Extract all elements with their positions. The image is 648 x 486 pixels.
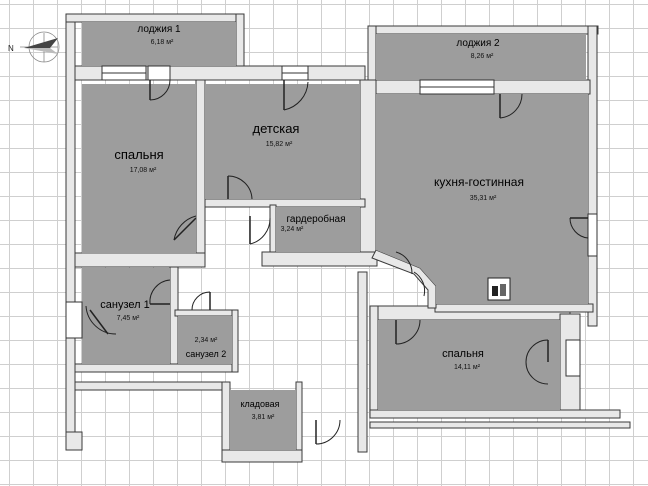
window-kitchen-right xyxy=(587,213,598,257)
wall-kids-bottom xyxy=(204,198,366,208)
wall-lower-left xyxy=(74,381,226,391)
wall-bedroom1-bottom xyxy=(74,252,206,268)
wall-bath1-bottom xyxy=(74,363,236,373)
wall-bath2-top xyxy=(174,309,238,317)
wall-kids-kitchen xyxy=(359,79,377,253)
label-loggia2-name: лоджия 2 xyxy=(456,38,500,49)
label-bath2-area: 2,34 м² xyxy=(195,337,218,344)
window-bedroom2 xyxy=(565,339,581,377)
wall-lower-right xyxy=(369,421,631,429)
room-loggia1 xyxy=(82,22,236,66)
label-loggia2-area: 8,26 м² xyxy=(471,53,494,60)
room-bath2 xyxy=(178,316,232,364)
label-storage-name: кладовая xyxy=(240,399,279,409)
wall-loggia2-left xyxy=(367,25,377,85)
room-bedroom1 xyxy=(82,84,196,254)
label-kids-name: детская xyxy=(253,121,300,136)
room-storage xyxy=(230,390,296,450)
wall-top-right xyxy=(367,25,599,35)
wall-top-left xyxy=(65,13,245,23)
label-bedroom1-area: 17,08 м² xyxy=(130,167,157,174)
label-wardrobe-area: 3,24 м² xyxy=(281,226,304,233)
wall-bath2-right xyxy=(231,309,239,373)
wall-bath1-right xyxy=(169,266,179,372)
label-bath2-name: санузел 2 xyxy=(186,349,226,359)
room-bedroom2 xyxy=(378,320,560,410)
label-bath1-area: 7,45 м² xyxy=(117,315,140,322)
windows xyxy=(65,65,598,377)
wall-loggia1-right xyxy=(235,13,245,71)
compass-north-label: N xyxy=(8,44,14,53)
label-kids-area: 15,82 м² xyxy=(266,141,293,148)
wall-left-bottom xyxy=(65,431,83,451)
wall-bedroom-kids xyxy=(195,79,206,263)
label-bedroom2-name: спальня xyxy=(442,348,484,360)
room-kids xyxy=(205,84,360,199)
room-bath1 xyxy=(82,268,170,364)
doors xyxy=(85,79,589,445)
label-bedroom2-area: 14,11 м² xyxy=(454,364,481,371)
label-bedroom1-name: спальня xyxy=(114,147,163,162)
room-labels: лоджия 1 6,18 м² лоджия 2 8,26 м² спальн… xyxy=(100,24,524,421)
window-bedroom1-b xyxy=(147,65,171,81)
wall-loggia2-right xyxy=(587,25,598,327)
rooms xyxy=(82,22,588,450)
label-loggia1-name: лоджия 1 xyxy=(137,24,181,35)
label-kitchen-name: кухня-гостинная xyxy=(434,175,524,189)
room-loggia2 xyxy=(376,34,586,80)
wall-storage-bottom xyxy=(221,449,303,463)
wall-bedroom2-left xyxy=(369,305,379,412)
wall-kitchen-bottom xyxy=(434,303,594,313)
wall-corridor-middle xyxy=(357,271,368,453)
label-bath1-name: санузел 1 xyxy=(100,299,149,311)
wall-wardrobe-left xyxy=(269,204,277,254)
label-kitchen-area: 35,31 м² xyxy=(470,195,497,202)
wall-outer-left xyxy=(65,17,76,444)
compass-icon: N xyxy=(8,31,60,63)
kitchen-stove-icon xyxy=(487,277,511,301)
room-wardrobe xyxy=(276,207,360,252)
label-storage-area: 3,81 м² xyxy=(252,414,275,421)
wall-corridor-bottom xyxy=(261,251,378,267)
label-wardrobe-name: гардеробная xyxy=(286,213,345,225)
room-kitchen xyxy=(376,94,588,304)
window-bath1 xyxy=(65,301,83,339)
label-loggia1-area: 6,18 м² xyxy=(151,39,174,46)
wall-bedroom2-bottom xyxy=(369,409,621,419)
